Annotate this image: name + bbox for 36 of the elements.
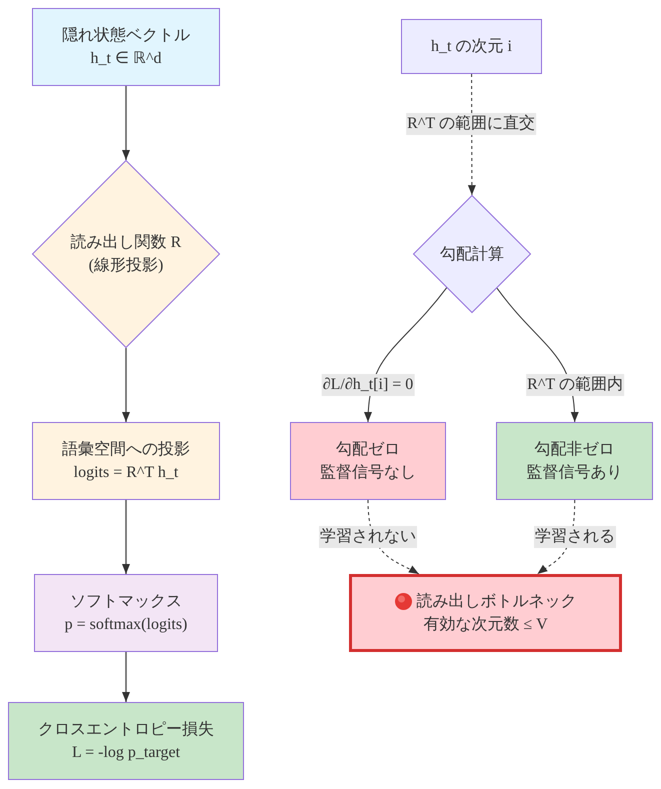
title-text: 読み出しボトルネック	[416, 592, 576, 612]
edge-label: ∂L/∂h_t[i] = 0	[322, 374, 414, 396]
title-text: ソフトマックス	[70, 592, 182, 612]
subtitle-text: (線形投影)	[88, 256, 164, 276]
edge-label: R^T の範囲に直交	[406, 113, 536, 135]
process-box	[32, 8, 220, 86]
subtitle-text: logits = R^T h_t	[74, 463, 178, 483]
arrow	[122, 652, 130, 702]
edge-label: R^T の範囲内	[526, 374, 624, 396]
arrow	[122, 86, 130, 160]
subtitle-text: 監督信号あり	[526, 462, 622, 483]
process-box	[349, 574, 622, 652]
title-text: クロスエントロピー損失	[38, 720, 214, 740]
arrow	[122, 500, 130, 574]
title-text: h_t の次元 i	[431, 37, 512, 57]
process-box	[496, 422, 653, 500]
subtitle-text: h_t ∈ ℝ^d	[90, 49, 162, 69]
subtitle-text: L = -log p_target	[72, 743, 180, 763]
title-text: 勾配非ゼロ	[534, 440, 614, 460]
process-box	[34, 574, 218, 652]
process-box	[290, 422, 446, 500]
subtitle-text: 有効な次元数 ≤ V	[423, 614, 548, 635]
process-box	[32, 422, 220, 500]
process-box	[8, 702, 244, 780]
edge-label: 学習されない	[319, 526, 417, 548]
title-text: 隠れ状態ベクトル	[62, 26, 190, 46]
title-text: 勾配計算	[440, 244, 504, 264]
subtitle-text: p = softmax(logits)	[64, 615, 188, 635]
process-box	[401, 19, 542, 74]
title-text: 読み出し関数 R	[70, 232, 182, 253]
title-text: 勾配ゼロ	[336, 440, 400, 460]
arrow	[468, 74, 476, 196]
subtitle-text: 監督信号なし	[320, 462, 416, 483]
edge-label: 学習される	[534, 526, 616, 548]
arrow	[122, 348, 130, 422]
title-text: 語彙空間への投影	[62, 440, 190, 460]
